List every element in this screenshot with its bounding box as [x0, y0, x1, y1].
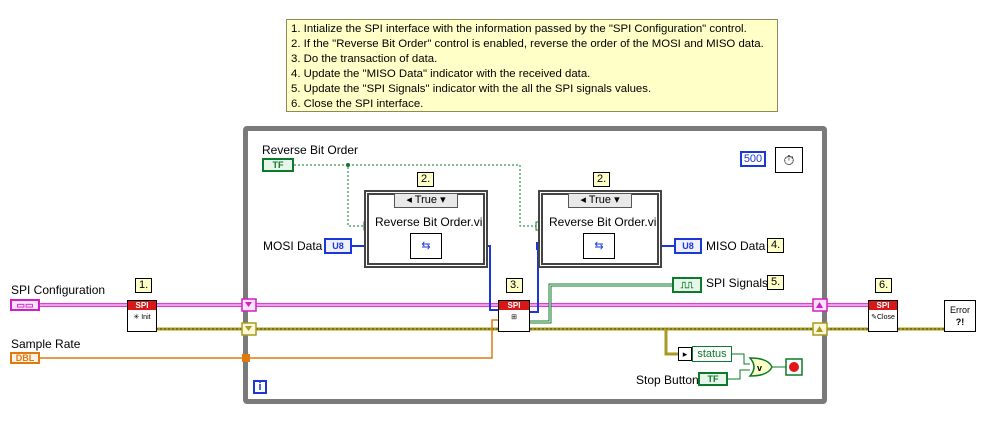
step-3-label: 3.: [506, 278, 524, 293]
status-element: status: [692, 346, 732, 362]
spi-signals-label: SPI Signals: [706, 276, 769, 290]
or-gate: [748, 357, 773, 377]
stop-button-label: Stop Button: [636, 373, 699, 387]
reverse-bit-order-vi-right: Reverse Bit Order.vi: [549, 215, 657, 229]
loop-iteration-terminal[interactable]: i: [253, 380, 267, 394]
case-selector-right[interactable]: ◂ True ▾: [568, 193, 632, 208]
stop-button-terminal[interactable]: TF: [698, 372, 728, 386]
chevron-down-icon: ▾: [440, 194, 446, 206]
spi-init-header: SPI: [128, 301, 156, 310]
spi-configuration-label: SPI Configuration: [11, 283, 106, 297]
step-4-label: 4.: [767, 238, 785, 253]
cluster-icon: ▭▭: [16, 299, 34, 310]
case-selector-left[interactable]: ◂ True ▾: [394, 193, 458, 208]
chevron-down-icon: ▾: [614, 194, 620, 206]
comment-line-4: 4. Update the "MISO Data" indicator with…: [291, 68, 591, 80]
while-loop[interactable]: [243, 126, 827, 404]
case-selector-right-value: True: [588, 194, 611, 206]
spi-close-subvi[interactable]: SPI ✎Close: [868, 300, 898, 332]
reverse-bool-wire: [294, 164, 538, 227]
spi-signals-wire-inner: [530, 284, 672, 323]
error-to-status: [664, 329, 678, 356]
mosi-data-label: MOSI Data: [263, 239, 323, 253]
u8-type-label: U8: [682, 241, 694, 251]
spi-close-body: ✎Close: [871, 314, 895, 321]
sample-rate-wire: [40, 319, 498, 359]
error-handler-subvi[interactable]: Error ?!: [944, 300, 976, 332]
u8-type-label: U8: [332, 241, 344, 251]
unbundle-icon[interactable]: ▸: [678, 347, 692, 361]
comment-line-5: 5. Update the "SPI Signals" indicator wi…: [291, 83, 652, 95]
spi-close-header: SPI: [869, 301, 897, 310]
step-1-label: 1.: [135, 278, 153, 293]
step-2b-label: 2.: [593, 172, 611, 187]
reverse-bit-order-label: Reverse Bit Order: [262, 143, 359, 157]
bool-type-label: TF: [272, 160, 284, 170]
case-selector-left-value: True: [414, 194, 437, 206]
metronome-icon[interactable]: ⏱: [775, 147, 803, 173]
miso-data-label: MISO Data: [706, 239, 766, 253]
spi-init-subvi[interactable]: SPI ✳ Init: [127, 300, 157, 332]
comment-box: 1. Intialize the SPI interface with the …: [286, 19, 778, 112]
bool-type-label: TF: [707, 374, 719, 384]
reverse-bit-order-subvi-right[interactable]: ⇆: [583, 233, 615, 259]
step-5-label: 5.: [767, 275, 785, 290]
comment-line-1: 1. Intialize the SPI interface with the …: [291, 23, 747, 35]
spi-transaction-subvi[interactable]: SPI ⊞: [498, 300, 530, 332]
case-prev-icon: ◂: [406, 194, 412, 206]
miso-data-terminal[interactable]: U8: [674, 238, 702, 254]
comment-line-6: 6. Close the SPI interface.: [291, 98, 424, 110]
case-prev-icon: ◂: [580, 194, 586, 206]
error-handler-text: Error: [950, 305, 970, 315]
sample-rate-terminal[interactable]: DBL: [10, 352, 40, 364]
reverse-bit-order-vi-left: Reverse Bit Order.vi: [375, 215, 483, 229]
svg-text:v: v: [757, 363, 762, 373]
spi-init-text: Init: [141, 314, 151, 321]
spi-configuration-terminal[interactable]: ▭▭: [10, 299, 40, 311]
comment-line-3: 3. Do the transaction of data.: [291, 53, 438, 65]
step-6-label: 6.: [875, 278, 893, 293]
sample-rate-tunnel: [242, 354, 250, 362]
step-2a-label: 2.: [417, 172, 435, 187]
error-icon: ?!: [955, 317, 965, 327]
mosi-data-terminal[interactable]: U8: [324, 238, 352, 254]
status-to-or: [732, 353, 750, 365]
reverse-bit-order-subvi-left[interactable]: ⇆: [410, 233, 442, 259]
spi-close-text: Close: [876, 314, 895, 321]
wait-constant[interactable]: 500: [740, 151, 766, 167]
sample-rate-label: Sample Rate: [11, 337, 81, 351]
comment-line-2: 2. If the "Reverse Bit Order" control is…: [291, 38, 764, 50]
stop-icon: [789, 362, 799, 372]
spi-transaction-header: SPI: [499, 301, 529, 310]
stop-to-or: [728, 369, 750, 380]
spi-signals-terminal[interactable]: ⎍⎍: [672, 277, 702, 293]
spi-init-body: ✳ Init: [133, 314, 151, 321]
waveform-icon: ⎍⎍: [680, 279, 694, 290]
spi-transaction-icon: ⊞: [511, 314, 517, 321]
dbl-type-label: DBL: [15, 353, 35, 363]
reverse-bit-order-terminal[interactable]: TF: [262, 158, 294, 172]
